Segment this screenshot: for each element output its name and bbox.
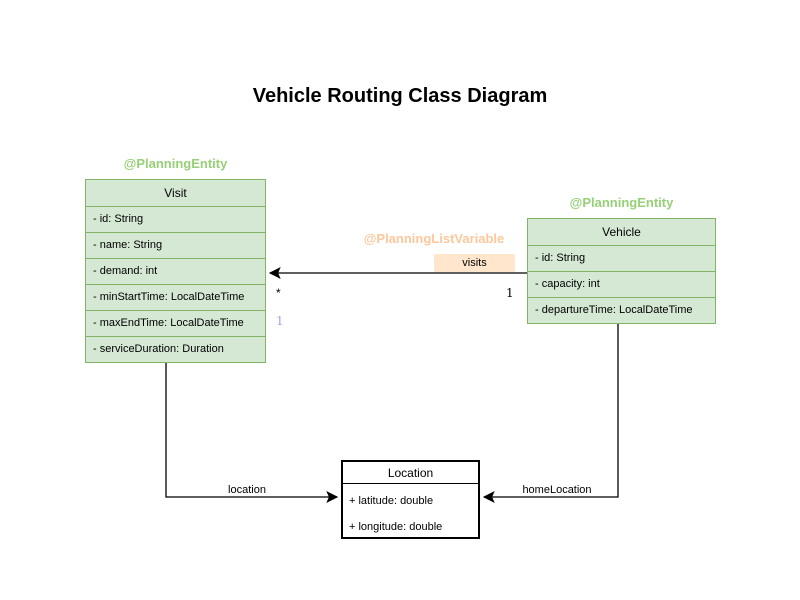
edge-vehicle-homelocation: [482, 323, 619, 503]
visits-extra-multiplicity: 1: [276, 314, 284, 328]
class-vehicle-attribute: - id: String: [528, 245, 715, 271]
class-visit-attribute: - minStartTime: LocalDateTime: [86, 284, 265, 310]
class-visit-attribute: - maxEndTime: LocalDateTime: [86, 310, 265, 336]
class-location-name: Location: [343, 462, 478, 484]
class-vehicle-attribute: - departureTime: LocalDateTime: [528, 297, 715, 323]
class-visit-attribute: - name: String: [86, 232, 265, 258]
location-edge-label: location: [228, 484, 266, 496]
visits-source-multiplicity: 1: [506, 286, 514, 300]
homelocation-edge-label: homeLocation: [522, 484, 592, 496]
class-location-attribute: + latitude: double: [349, 495, 434, 507]
class-visit: Visit - id: String - name: String - dema…: [85, 179, 266, 363]
edge-visit-location: [165, 362, 339, 503]
visits-target-multiplicity: *: [276, 286, 281, 300]
class-vehicle-attribute: - capacity: int: [528, 271, 715, 297]
visits-edge-label: visits: [434, 254, 515, 272]
class-location: Location + latitude: double + longitude:…: [341, 460, 480, 539]
vehicle-planning-entity-annotation: @PlanningEntity: [569, 195, 674, 210]
class-visit-attribute: - id: String: [86, 206, 265, 232]
class-vehicle: Vehicle - id: String - capacity: int - d…: [527, 218, 716, 324]
class-visit-name: Visit: [164, 186, 187, 200]
class-visit-attribute: - serviceDuration: Duration: [86, 336, 265, 362]
visit-planning-entity-annotation: @PlanningEntity: [123, 156, 228, 171]
class-vehicle-name: Vehicle: [602, 225, 641, 239]
class-location-attribute: + longitude: double: [349, 521, 443, 533]
planning-list-variable-annotation: @PlanningListVariable: [363, 231, 505, 246]
class-visit-attribute: - demand: int: [86, 258, 265, 284]
diagram-title: Vehicle Routing Class Diagram: [252, 85, 548, 107]
